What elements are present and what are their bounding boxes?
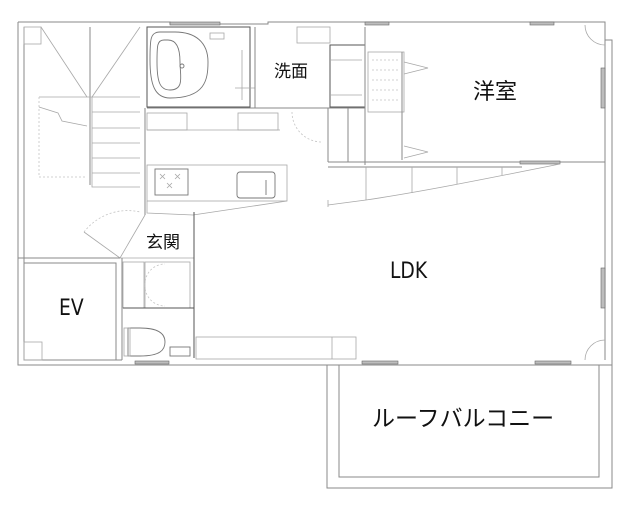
bathroom [146, 26, 255, 108]
roof-balcony-outline [326, 365, 613, 489]
room-label-western-room: 洋室 [473, 80, 518, 105]
shoe-cabinet [122, 261, 194, 309]
room-label-roof-balcony: ルーフバルコニー [372, 406, 555, 432]
closet [364, 24, 606, 165]
room-label-elevator: EV [59, 296, 84, 321]
staircase [23, 26, 141, 188]
kitchen [146, 112, 288, 216]
outer-walls [17, 21, 613, 366]
room-label-washroom: 洗面 [274, 62, 308, 82]
washroom-fixtures [147, 26, 366, 143]
windows-top [134, 21, 606, 365]
elevator-shaft [18, 257, 120, 361]
room-label-entrance: 玄関 [146, 233, 180, 253]
room-divider [327, 108, 605, 207]
ldk-counter [195, 336, 606, 361]
room-label-ldk: LDK [390, 259, 428, 284]
toilet [123, 327, 191, 357]
